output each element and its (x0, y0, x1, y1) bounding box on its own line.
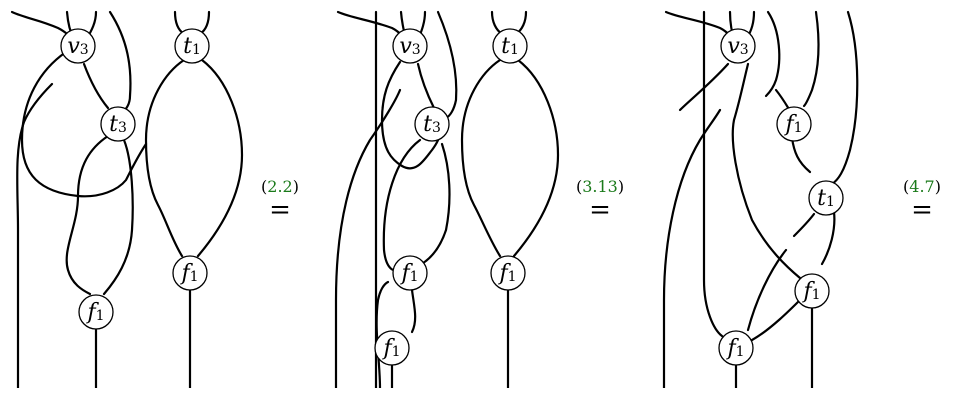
node-f1-bottom: f1 (374, 330, 410, 366)
node-t3: t3 (100, 106, 136, 142)
node-t1: t1 (808, 180, 844, 216)
node-f1-top: f1 (776, 106, 812, 142)
svg-text:t1: t1 (817, 186, 835, 211)
svg-text:t1: t1 (501, 34, 519, 59)
svg-text:(4.7): (4.7) (903, 177, 941, 196)
node-t1: t1 (492, 28, 528, 64)
equals-sign-2: = (589, 195, 611, 225)
diagram-3-nodes: v3 f1 t1 f1 f1 (718, 28, 844, 366)
node-v3: v3 (60, 28, 96, 64)
relation-3: (4.7) = (903, 177, 941, 225)
node-f1-right: f1 (794, 273, 830, 309)
svg-text:t3: t3 (109, 112, 127, 137)
diagram-1-strands (10, 10, 244, 390)
node-v3: v3 (392, 28, 428, 64)
equals-sign-1: = (269, 195, 291, 225)
diagram-2-strands (334, 10, 560, 390)
equals-sign-3: = (911, 195, 933, 225)
relation-2: (3.13) = (576, 177, 624, 225)
node-f1-right: f1 (490, 255, 526, 291)
diagram-2: v3 t1 t3 f1 f1 f1 (334, 10, 560, 390)
diagram-1: v3 t1 t3 f1 f1 (10, 10, 244, 390)
diagram-2-nodes: v3 t1 t3 f1 f1 f1 (374, 28, 528, 366)
node-t3: t3 (414, 106, 450, 142)
svg-text:v3: v3 (727, 34, 748, 59)
svg-text:v3: v3 (67, 34, 88, 59)
svg-text:(2.2): (2.2) (261, 177, 299, 196)
node-f1-middle: f1 (392, 255, 428, 291)
node-f1-bottom: f1 (718, 330, 754, 366)
svg-text:(3.13): (3.13) (576, 177, 624, 196)
svg-text:t3: t3 (423, 112, 441, 137)
node-f1-right: f1 (172, 255, 208, 291)
node-v3: v3 (720, 28, 756, 64)
relation-1: (2.2) = (261, 177, 299, 225)
diagram-1-nodes: v3 t1 t3 f1 f1 (60, 28, 210, 330)
svg-text:t1: t1 (183, 34, 201, 59)
node-f1-left: f1 (78, 294, 114, 330)
diagram-3: v3 f1 t1 f1 f1 (662, 10, 859, 390)
node-t1: t1 (174, 28, 210, 64)
svg-text:v3: v3 (399, 34, 420, 59)
